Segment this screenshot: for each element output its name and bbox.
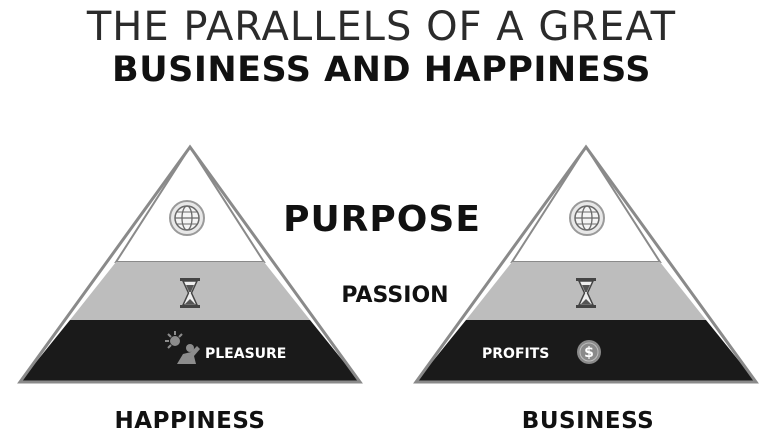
business-title: BUSINESS — [521, 408, 655, 434]
happiness-pyramid: PLEASURE — [17, 144, 363, 384]
passion-label: PASSION — [341, 283, 448, 308]
pleasure-label: PLEASURE — [205, 346, 286, 362]
headline-line-2: BUSINESS AND HAPPINESS — [112, 50, 651, 90]
globe-icon — [569, 200, 605, 236]
headline-line-1: THE PARALLELS OF A GREAT — [86, 4, 677, 50]
profits-label: PROFITS — [482, 346, 549, 362]
dollar-coin-icon: $ — [577, 340, 601, 364]
globe-icon — [169, 200, 205, 236]
purpose-label: PURPOSE — [283, 199, 481, 240]
svg-text:$: $ — [584, 345, 594, 361]
person-sunshine-icon — [165, 331, 200, 364]
business-pyramid: PROFITS $ — [413, 144, 759, 384]
happiness-title: HAPPINESS — [114, 408, 266, 434]
